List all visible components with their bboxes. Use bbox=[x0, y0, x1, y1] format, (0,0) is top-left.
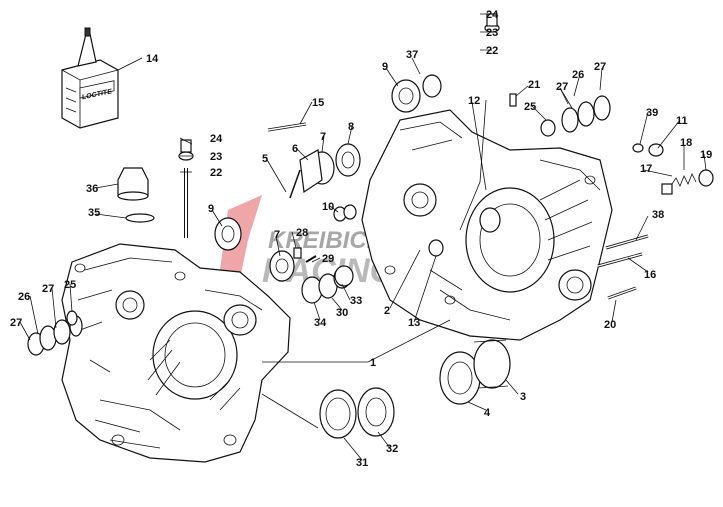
callout-20: 20 bbox=[604, 319, 616, 331]
callout-11: 11 bbox=[676, 115, 688, 127]
sealant-tube-14: LOCTITE bbox=[61, 27, 119, 129]
callout-16: 16 bbox=[644, 269, 656, 281]
callout-15: 15 bbox=[312, 97, 324, 109]
callout-18: 18 bbox=[680, 137, 692, 149]
callout-31: 31 bbox=[356, 457, 368, 469]
left-crankcase-half bbox=[61, 243, 291, 463]
callout-5: 5 bbox=[262, 153, 268, 165]
callout-8: 8 bbox=[348, 121, 354, 133]
callout-22-left: 22 bbox=[210, 167, 222, 179]
callout-21: 21 bbox=[528, 79, 540, 91]
callout-37: 37 bbox=[406, 49, 418, 61]
callout-39: 39 bbox=[646, 107, 658, 119]
callout-24-top: 24 bbox=[486, 9, 499, 21]
callout-7-lower: 7 bbox=[274, 229, 280, 241]
callout-27-right-a: 27 bbox=[594, 61, 606, 73]
callout-34: 34 bbox=[314, 317, 327, 329]
callout-13: 13 bbox=[408, 317, 420, 329]
callout-17: 17 bbox=[640, 163, 652, 175]
callout-27-left-b: 27 bbox=[10, 317, 22, 329]
callout-26-right: 26 bbox=[572, 69, 584, 81]
callout-26-left: 26 bbox=[18, 291, 30, 303]
callout-3: 3 bbox=[520, 391, 526, 403]
callout-14: 14 bbox=[146, 53, 159, 65]
callout-19: 19 bbox=[700, 149, 712, 161]
callout-7-top: 7 bbox=[320, 131, 326, 143]
callout-23-left: 23 bbox=[210, 151, 222, 163]
callout-32: 32 bbox=[386, 443, 398, 455]
callout-2: 2 bbox=[384, 305, 390, 317]
fasteners bbox=[117, 13, 714, 300]
callout-24-left: 24 bbox=[210, 133, 223, 145]
callout-33: 33 bbox=[350, 295, 362, 307]
callout-labels: 24 23 22 37 9 21 26 27 14 15 12 25 27 5 … bbox=[10, 9, 712, 469]
callout-27-left-a: 27 bbox=[42, 283, 54, 295]
callout-4: 4 bbox=[484, 407, 491, 419]
callout-25-right: 25 bbox=[524, 101, 536, 113]
callout-12: 12 bbox=[468, 95, 480, 107]
callout-27-right-b: 27 bbox=[556, 81, 568, 93]
callout-25-left: 25 bbox=[64, 279, 76, 291]
callout-28: 28 bbox=[296, 227, 308, 239]
callout-9-left: 9 bbox=[208, 203, 214, 215]
leader-lines bbox=[19, 13, 707, 461]
callout-35: 35 bbox=[88, 207, 100, 219]
callout-9-top: 9 bbox=[382, 61, 388, 73]
callout-29: 29 bbox=[322, 253, 334, 265]
callout-1: 1 bbox=[370, 357, 376, 369]
callout-38: 38 bbox=[652, 209, 664, 221]
callout-36: 36 bbox=[86, 183, 98, 195]
callout-30: 30 bbox=[336, 307, 348, 319]
callout-6: 6 bbox=[292, 143, 298, 155]
callout-23-top: 23 bbox=[486, 27, 498, 39]
callout-10: 10 bbox=[322, 201, 334, 213]
callout-22-top: 22 bbox=[486, 45, 498, 57]
